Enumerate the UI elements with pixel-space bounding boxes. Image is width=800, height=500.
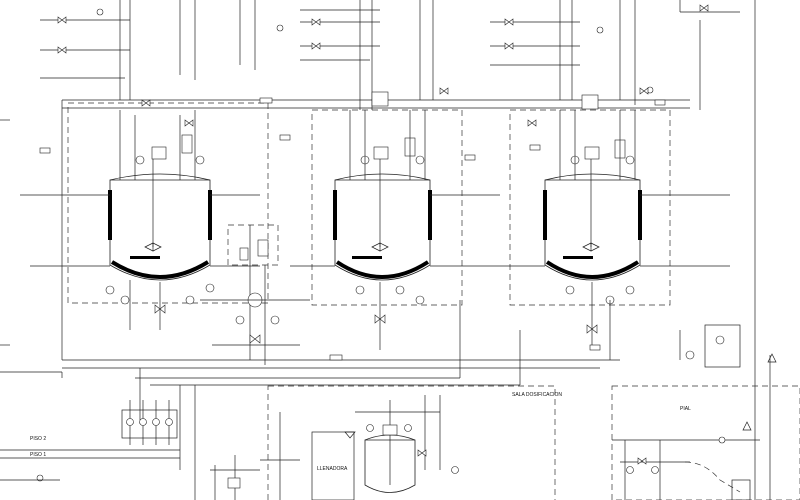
floor-2-label: PISO 2 — [30, 436, 46, 442]
tank-3 — [500, 87, 730, 350]
filler-label: LLENADORA — [317, 466, 348, 472]
tank-2 — [290, 87, 500, 350]
middle-dosing-module — [200, 224, 310, 365]
right-area-label: PIAL — [680, 406, 691, 412]
left-lower-manifold — [0, 385, 260, 500]
tank-1 — [20, 99, 269, 330]
dosing-room-area — [260, 385, 556, 500]
right-area — [611, 324, 800, 500]
instrument-tags — [39, 97, 666, 361]
lower-headers — [0, 300, 620, 420]
floor-1-label: PISO 1 — [30, 452, 46, 458]
dosing-room-label: SALA DOSIFICACION — [512, 392, 562, 398]
top-valves — [57, 4, 709, 94]
